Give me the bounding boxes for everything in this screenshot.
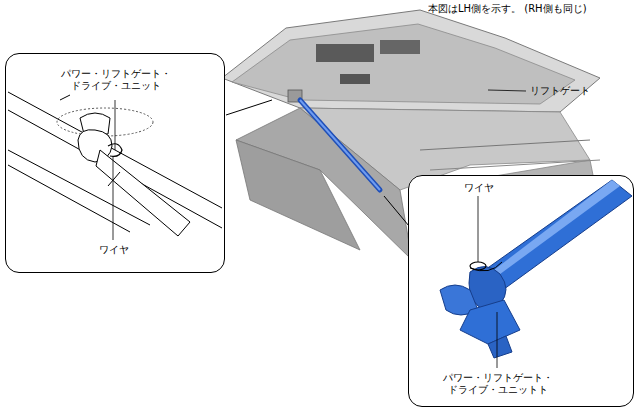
inset-ground (408, 175, 634, 407)
left-inset-drawing (8, 92, 222, 240)
strut (300, 100, 380, 190)
note-text: 本図はLH側を示す。 (RH側も同じ) (428, 3, 587, 15)
inset-ground (5, 53, 225, 273)
inset-frame: ワイヤパワー・リフトゲート・ ドライブ・ユニットト (408, 175, 634, 407)
part-name: ワイヤ (449, 182, 509, 194)
leader-line (488, 90, 526, 91)
part-name: パワー・リフトゲート・ ドライブ・ユニット (51, 68, 181, 92)
right-inset-drawing (440, 180, 632, 368)
part-name: パワー・リフトゲート・ ドライブ・ユニットト (428, 372, 568, 396)
inset-frame: パワー・リフトゲート・ ドライブ・ユニットワイヤ (5, 53, 225, 273)
part-name: ワイヤ (84, 244, 144, 256)
part-name: リフトゲート (530, 85, 590, 97)
inset-pointer (226, 100, 272, 115)
